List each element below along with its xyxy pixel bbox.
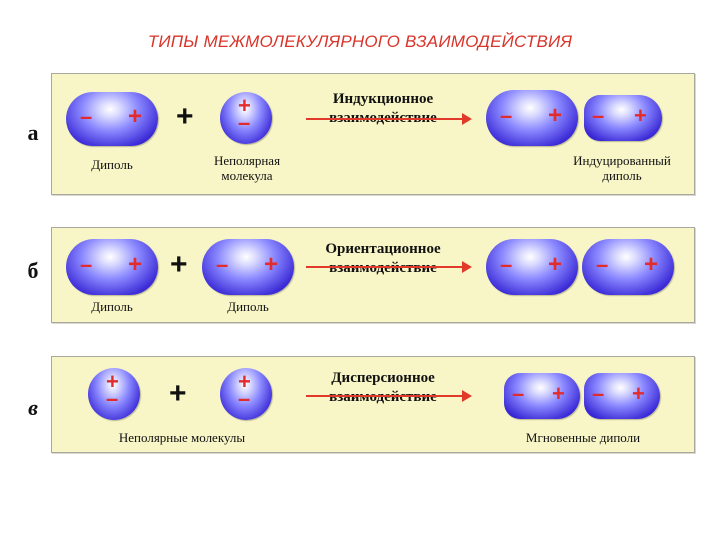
interaction-label-line2: взаимодействие — [298, 109, 468, 128]
row-letter-b: б — [27, 258, 39, 283]
dipole-molecule: – + — [486, 90, 578, 146]
plus-sign: + — [128, 103, 143, 130]
caption-dipole: Диполь — [91, 299, 133, 314]
minus-sign: – — [106, 386, 119, 411]
minus-sign: – — [500, 103, 513, 128]
caption-nonpolar-molecule: Неполярная молекула — [192, 153, 302, 184]
panel-orientation: – + + – + Ориентационное взаимодействие … — [51, 227, 695, 323]
induced-dipole-molecule: – + — [584, 95, 662, 141]
dipole-molecule: – + — [486, 239, 578, 295]
plus-sign: + — [238, 93, 251, 118]
instant-dipole-molecule: – + — [584, 373, 660, 419]
nonpolar-molecule: + – — [220, 368, 272, 420]
interaction-arrow — [306, 261, 472, 273]
plus-sign: + — [264, 251, 279, 278]
minus-sign: – — [80, 252, 93, 277]
plus-operator: + — [169, 377, 187, 410]
minus-sign: – — [216, 252, 229, 277]
caption-dipole: Диполь — [227, 299, 269, 314]
caption-dipole: Диполь — [91, 157, 133, 172]
plus-sign: + — [644, 251, 659, 278]
caption-line: Неполярная — [213, 153, 281, 168]
dipole-molecule: – + — [66, 239, 158, 295]
caption-line: диполь — [602, 167, 642, 183]
caption-induced-dipole: Индуцированный диполь — [552, 153, 692, 184]
plus-sign: + — [552, 381, 565, 406]
minus-sign: – — [592, 103, 605, 128]
interaction-label: Ориентационное взаимодействие — [298, 240, 468, 278]
interaction-label-line2: взаимодействие — [298, 388, 468, 407]
minus-sign: – — [592, 381, 605, 406]
plus-sign: + — [632, 381, 645, 406]
interaction-label-line1: Индукционное — [332, 91, 434, 107]
row-letter-a: а — [27, 120, 39, 145]
caption-instant-dipoles: Мгновенные диполи — [525, 430, 641, 445]
caption-line: Индуцированный — [573, 153, 671, 168]
dipole-molecule: – + — [582, 239, 674, 295]
plus-sign: + — [548, 102, 563, 129]
plus-sign: + — [238, 369, 251, 394]
plus-sign: + — [128, 251, 143, 278]
page-title: ТИПЫ МЕЖМОЛЕКУЛЯРНОГО ВЗАИМОДЕЙСТВИЯ — [147, 32, 573, 51]
plus-operator: + — [176, 100, 194, 133]
interaction-arrow — [306, 113, 472, 125]
caption-nonpolar-molecules: Неполярные молекулы — [118, 430, 246, 445]
panel-induction: – + + + – Индукционное взаимодействие – … — [51, 73, 695, 195]
nonpolar-molecule: + – — [220, 92, 272, 144]
nonpolar-molecule: + – — [88, 368, 140, 420]
row-letter-c: в — [28, 395, 38, 420]
minus-sign: – — [596, 252, 609, 277]
minus-sign: – — [238, 386, 251, 411]
minus-sign: – — [80, 104, 93, 129]
dipole-molecule: – + — [202, 239, 294, 295]
plus-operator: + — [170, 248, 188, 281]
plus-sign: + — [634, 103, 647, 128]
interaction-label-line2: взаимодействие — [298, 259, 468, 278]
minus-sign: – — [500, 252, 513, 277]
plus-sign: + — [106, 369, 119, 394]
minus-sign: – — [238, 110, 251, 135]
panel-dispersion: + – + + – Дисперсионное взаимодействие –… — [51, 356, 695, 453]
dipole-molecule: – + — [66, 92, 158, 146]
caption-line: молекула — [221, 167, 273, 183]
interaction-label-line1: Дисперсионное — [331, 370, 435, 386]
interaction-arrow — [306, 390, 472, 402]
interaction-label: Индукционное взаимодействие — [298, 90, 468, 128]
instant-dipole-molecule: – + — [504, 373, 580, 419]
plus-sign: + — [548, 251, 563, 278]
interaction-label-line1: Ориентационное — [325, 241, 441, 257]
minus-sign: – — [512, 381, 525, 406]
interaction-label: Дисперсионное взаимодействие — [298, 369, 468, 407]
